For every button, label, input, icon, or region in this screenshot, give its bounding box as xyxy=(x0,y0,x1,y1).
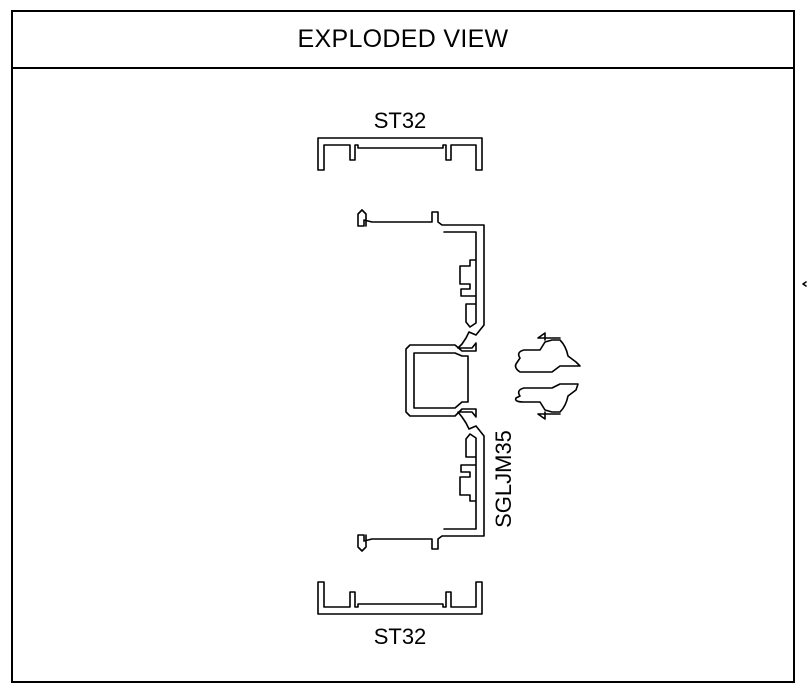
drawing-title: EXPLODED VIEW xyxy=(297,25,509,53)
label-st32-top: ST32 xyxy=(374,108,427,133)
gasket-clip-lower xyxy=(514,383,579,420)
gasket-clip-upper xyxy=(514,332,581,373)
sgljm35-center-profile xyxy=(357,209,485,552)
drawing-frame: EXPLODED VIEW xyxy=(11,10,795,683)
label-sgljm35: SGLJM35 xyxy=(491,430,516,528)
edge-marker xyxy=(802,281,807,287)
label-st32-bottom: ST32 xyxy=(374,624,427,649)
st32-top-profile xyxy=(317,137,483,171)
st32-bottom-profile xyxy=(317,581,483,615)
title-bar: EXPLODED VIEW xyxy=(13,12,793,69)
